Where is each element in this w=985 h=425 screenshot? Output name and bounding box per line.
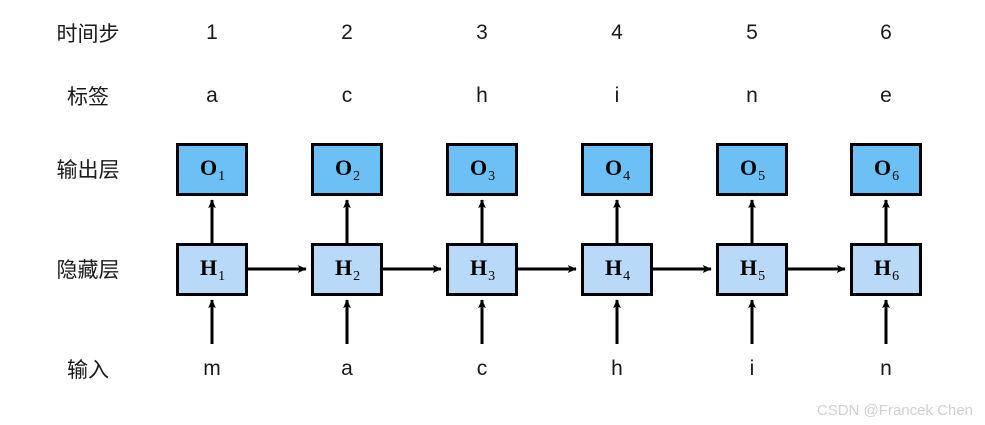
input-value-5: i	[749, 357, 755, 380]
output-node-5[interactable]: O5	[716, 143, 788, 196]
watermark-text: CSDN @Francek Chen	[816, 402, 973, 419]
output-node-6-label: O6	[873, 154, 900, 184]
hidden-node-5[interactable]: H5	[716, 243, 788, 296]
hidden-node-6-label: H6	[873, 254, 900, 284]
hidden-node-4[interactable]: H4	[581, 243, 653, 296]
hidden-node-6[interactable]: H6	[850, 243, 922, 296]
timestep-value-3: 3	[476, 21, 488, 44]
input-value-6: n	[880, 357, 892, 380]
timestep-value-2: 2	[341, 21, 353, 44]
hidden-node-1-label: H1	[199, 254, 226, 284]
output-node-3[interactable]: O3	[446, 143, 518, 196]
input-value-1: m	[203, 357, 221, 380]
arrow-input-to-hidden-group	[208, 299, 890, 344]
output-node-2[interactable]: O2	[311, 143, 383, 196]
hidden-node-3[interactable]: H3	[446, 243, 518, 296]
timestep-value-5: 5	[746, 21, 758, 44]
output-node-3-label: O3	[469, 154, 496, 184]
target-value-6: e	[880, 84, 892, 107]
input-value-4: h	[611, 357, 623, 380]
input-value-3: c	[476, 357, 488, 380]
timestep-value-1: 1	[206, 21, 218, 44]
hidden-node-2-label: H2	[334, 254, 361, 284]
output-node-4-label: O4	[604, 154, 631, 184]
output-node-4[interactable]: O4	[581, 143, 653, 196]
row-label-output-layer: 输出层	[56, 159, 120, 182]
hidden-node-1[interactable]: H1	[176, 243, 248, 296]
output-node-1[interactable]: O1	[176, 143, 248, 196]
timestep-value-4: 4	[611, 21, 623, 44]
row-label-input: 输入	[67, 359, 109, 382]
target-value-3: h	[476, 84, 488, 107]
target-value-5: n	[746, 84, 758, 107]
output-node-1-label: O1	[199, 154, 226, 184]
hidden-node-2[interactable]: H2	[311, 243, 383, 296]
output-node-5-label: O5	[739, 154, 766, 184]
target-value-2: c	[341, 84, 353, 107]
input-value-2: a	[341, 357, 353, 380]
output-node-6[interactable]: O6	[850, 143, 922, 196]
hidden-node-5-label: H5	[739, 254, 766, 284]
target-value-1: a	[206, 84, 218, 107]
row-label-timestep: 时间步	[56, 23, 120, 46]
arrow-hidden-to-output-group	[208, 199, 890, 243]
target-value-4: i	[614, 84, 620, 107]
output-node-2-label: O2	[334, 154, 361, 184]
row-label-hidden-layer: 隐藏层	[56, 259, 120, 282]
hidden-node-3-label: H3	[469, 254, 496, 284]
row-label-target: 标签	[67, 86, 109, 109]
hidden-node-4-label: H4	[604, 254, 631, 284]
timestep-value-6: 6	[880, 21, 892, 44]
